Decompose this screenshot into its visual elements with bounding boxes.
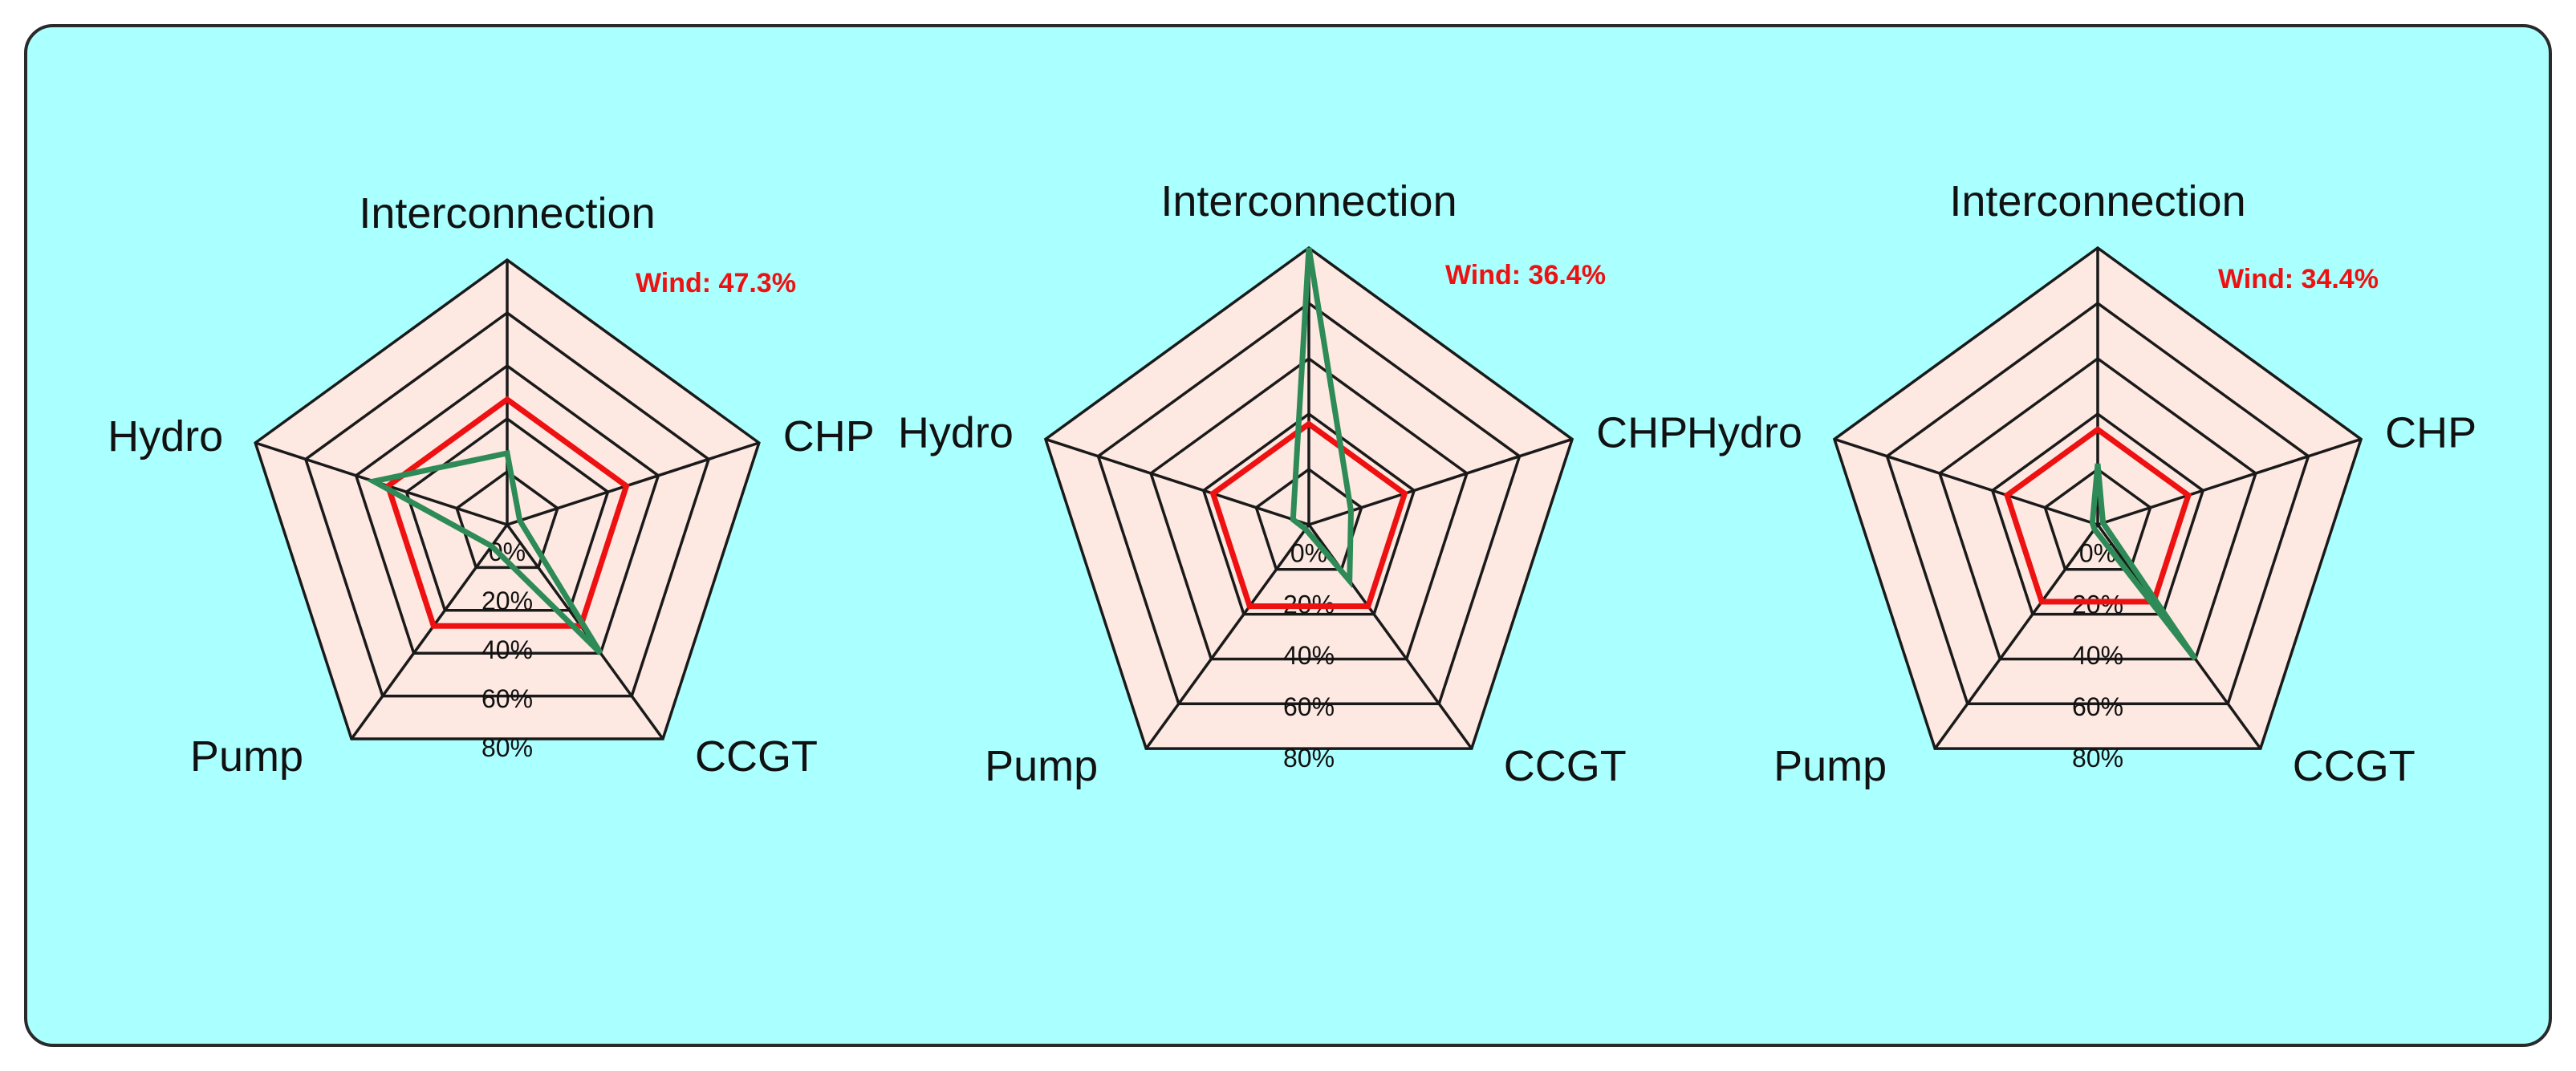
grid-ring xyxy=(254,258,761,740)
axis-spoke xyxy=(1834,437,2099,526)
grid-ring xyxy=(1149,356,1469,661)
category-label: Interconnection xyxy=(1160,177,1457,225)
tick-label: 60% xyxy=(481,684,533,713)
category-label: Hydro xyxy=(1687,408,1802,456)
category-label: CHP xyxy=(2385,408,2476,456)
category-label: CHP xyxy=(783,412,875,460)
radar-chart-3: 0%20%40%60%80%InterconnectionCHPCCGTPump… xyxy=(1687,177,2476,790)
category-label: Interconnection xyxy=(1949,177,2245,225)
category-label: Pump xyxy=(190,732,303,781)
axis-spoke xyxy=(350,523,509,740)
axis-spoke xyxy=(1144,523,1310,750)
tick-label: 40% xyxy=(481,635,533,664)
series-line xyxy=(1290,247,1355,589)
grid-ring xyxy=(303,310,711,698)
tick-label: 60% xyxy=(1283,692,1335,721)
axis-spoke xyxy=(1933,523,2099,750)
grid-ring xyxy=(2043,467,2152,571)
category-label: Pump xyxy=(1774,742,1887,790)
grid-ring xyxy=(1043,245,1574,750)
category-label: Interconnection xyxy=(359,189,655,237)
grid-ring xyxy=(1990,412,2205,616)
axis-spoke xyxy=(506,441,760,526)
grid-ring xyxy=(1938,356,2257,661)
tick-label: 80% xyxy=(481,733,533,762)
axis-spoke xyxy=(1045,437,1310,526)
category-label: Pump xyxy=(985,742,1098,790)
tick-label: 80% xyxy=(2072,744,2123,773)
category-label: CCGT xyxy=(1504,742,1627,790)
grid-ring xyxy=(404,416,610,612)
grid-ring xyxy=(1832,245,2363,750)
tick-label: 60% xyxy=(2072,692,2123,721)
grid-ring xyxy=(455,469,559,570)
threshold-line xyxy=(2003,425,2192,605)
radar-chart-2: 0%20%40%60%80%InterconnectionCHPCCGTPump… xyxy=(898,177,1688,790)
category-label: Hydro xyxy=(108,412,223,460)
tick-label: 40% xyxy=(1283,641,1335,670)
grid-ring xyxy=(1096,301,1522,706)
category-label: Hydro xyxy=(898,408,1014,456)
series-line xyxy=(2089,463,2198,661)
grid-ring xyxy=(1201,412,1416,616)
wind-annotation: Wind: 34.4% xyxy=(2218,264,2379,294)
wind-annotation: Wind: 36.4% xyxy=(1445,260,1606,290)
category-label: CCGT xyxy=(695,732,818,781)
wind-annotation: Wind: 47.3% xyxy=(636,268,796,298)
grid-ring xyxy=(354,363,660,655)
category-label: CHP xyxy=(1596,408,1688,456)
tick-label: 20% xyxy=(481,586,533,615)
tick-label: 80% xyxy=(1283,744,1335,773)
tick-label: 0% xyxy=(1290,539,1327,568)
category-label: CCGT xyxy=(2293,742,2416,790)
axis-spoke xyxy=(2097,437,2362,526)
tick-label: 40% xyxy=(2072,641,2123,670)
series-line xyxy=(365,449,603,655)
radar-chart-1: 0%20%40%60%80%InterconnectionCHPCCGTPump… xyxy=(108,189,875,781)
grid-ring xyxy=(1254,467,1363,571)
grid-ring xyxy=(1885,301,2310,706)
threshold-line xyxy=(1209,420,1408,610)
